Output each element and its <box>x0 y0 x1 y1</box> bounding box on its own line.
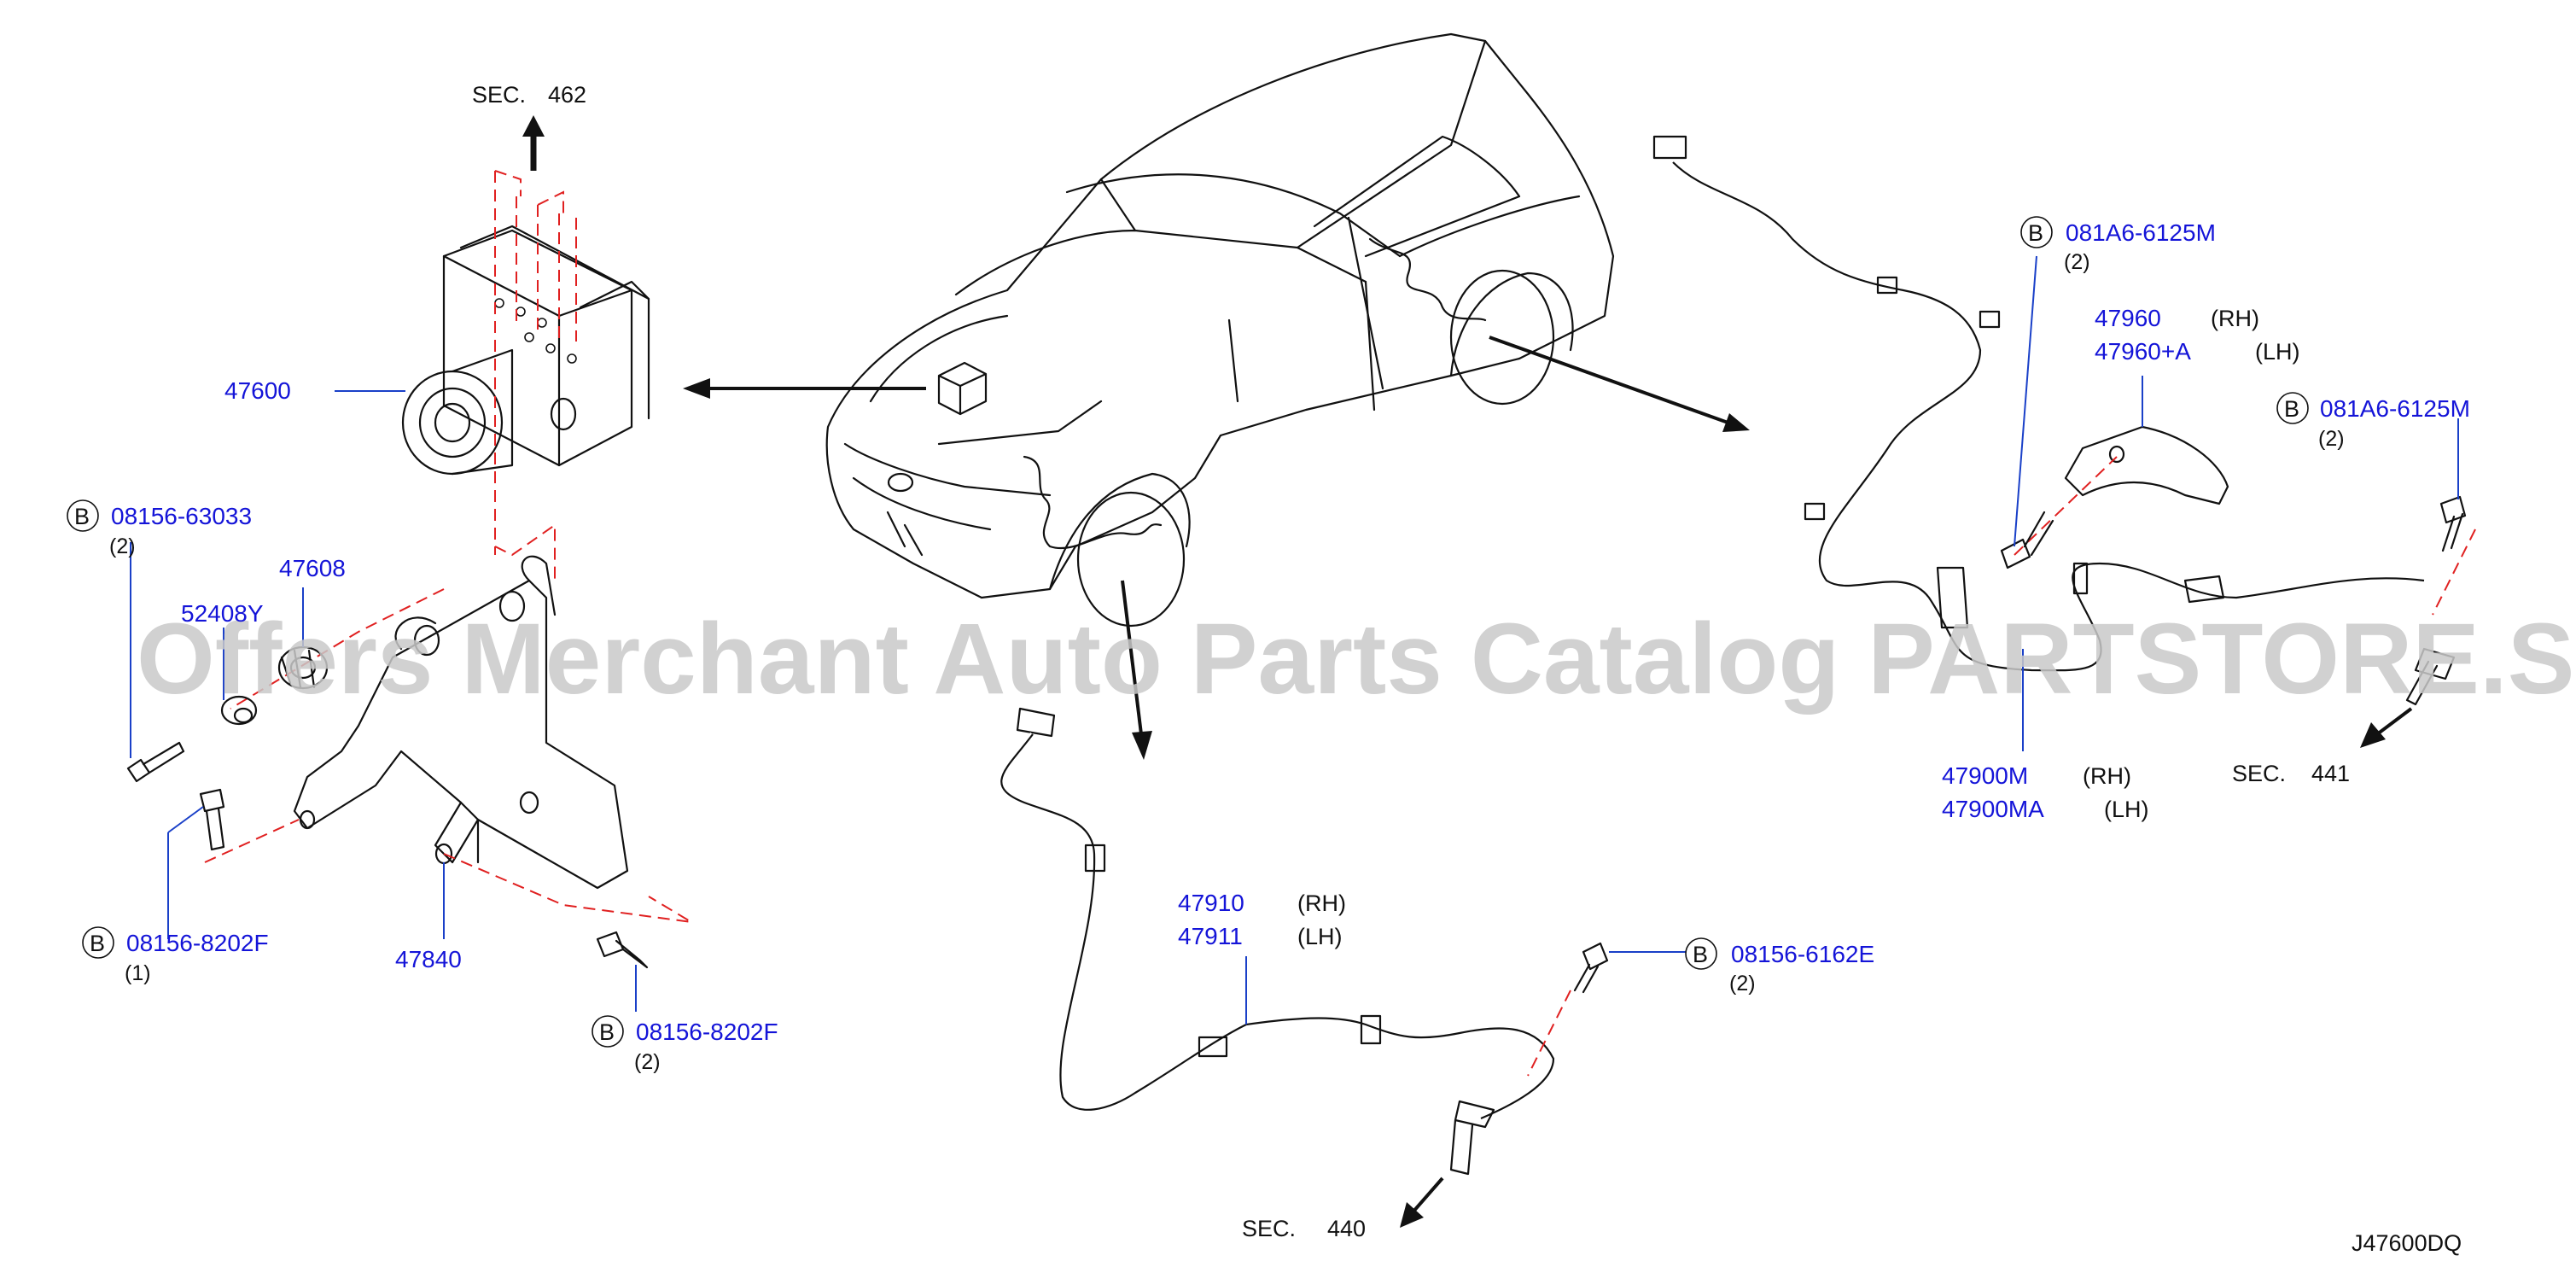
part-number: 47911 <box>1178 923 1243 949</box>
part-number: 081A6-6125M <box>2320 395 2470 422</box>
part-number: 081A6-6125M <box>2066 219 2216 246</box>
part-number-47600[interactable]: 47600 <box>224 377 291 404</box>
part-number: 08156-63033 <box>111 503 252 529</box>
section-number: 440 <box>1327 1216 1366 1241</box>
watermark-text: Offers Merchant Auto Parts Catalog PARTS… <box>137 603 2576 715</box>
part-callout-47911[interactable]: 47911 (LH) <box>1178 923 1343 949</box>
bolt-08156-8202f-left <box>199 788 225 851</box>
side-label: (RH) <box>1297 890 1346 916</box>
front-wheel-sensor-harness <box>1652 135 2476 748</box>
side-label: (LH) <box>2255 339 2300 365</box>
part-callout-47960[interactable]: 47960 (RH) <box>2095 305 2259 331</box>
side-label: (LH) <box>1297 924 1343 949</box>
part-callout-47910[interactable]: 47910 (RH) <box>1178 890 1346 916</box>
part-number: 47910 <box>1178 890 1244 916</box>
leader-lines <box>130 255 2459 1025</box>
bolt-marker-letter: B <box>74 504 90 529</box>
quantity: (2) <box>1729 972 1756 996</box>
part-callout-47960a[interactable]: 47960+A (LH) <box>2095 338 2300 365</box>
bolt-marker-icon <box>67 499 99 532</box>
mount-insulator <box>277 645 329 690</box>
part-number-47840[interactable]: 47840 <box>395 946 462 972</box>
part-number: 47960+A <box>2095 338 2191 365</box>
section-ref-441[interactable]: SEC. 441 <box>2232 761 2350 786</box>
bolt-callout-081a6-6125m-lower[interactable]: B 081A6-6125M (2) <box>2276 392 2470 451</box>
bolt-callout-08156-6162e[interactable]: B 08156-6162E (2) <box>1685 937 1874 996</box>
bolt-callout-08156-8202f-left[interactable]: B 08156-8202F (1) <box>82 926 269 985</box>
section-label: SEC. <box>472 82 526 108</box>
part-number: 47900MA <box>1942 796 2044 822</box>
grommet-collar <box>220 695 258 726</box>
quantity: (2) <box>109 534 136 558</box>
quantity: (2) <box>634 1050 661 1074</box>
section-label: SEC. <box>1242 1216 1296 1241</box>
bolt-marker-letter: B <box>2028 220 2043 246</box>
section-ref-440[interactable]: SEC. 440 <box>1242 1216 1366 1241</box>
rear-wheel-sensor-harness <box>998 707 1609 1228</box>
bolt-08156-63033 <box>126 741 185 783</box>
side-label: (RH) <box>2083 763 2131 789</box>
part-callout-47900m[interactable]: 47900M (RH) <box>1942 762 2131 789</box>
bolt-callout-081a6-6125m-upper[interactable]: B 081A6-6125M (2) <box>2020 216 2216 274</box>
bolt-marker-icon <box>2020 216 2053 248</box>
part-number-52408y[interactable]: 52408Y <box>181 600 264 627</box>
bolt-08156-8202f-right <box>596 931 649 969</box>
part-number: 47960 <box>2095 305 2161 331</box>
bolt-marker-icon <box>82 926 114 959</box>
vehicle-illustration <box>825 32 1615 628</box>
bolt-callout-08156-63033[interactable]: B 08156-63033 (2) <box>67 499 252 558</box>
bolt-marker-letter: B <box>90 931 105 956</box>
part-callout-47900ma[interactable]: 47900MA (LH) <box>1942 796 2149 822</box>
section-number: 441 <box>2311 761 2350 786</box>
bolt-marker-icon <box>1685 937 1717 970</box>
side-label: (RH) <box>2211 306 2259 331</box>
part-number: 08156-8202F <box>126 930 269 956</box>
section-label: SEC. <box>2232 761 2286 786</box>
quantity: (2) <box>2318 427 2345 451</box>
side-label: (LH) <box>2104 797 2149 822</box>
bolt-marker-letter: B <box>2284 396 2299 422</box>
section-ref-462[interactable]: SEC. 462 <box>472 82 586 108</box>
bolt-marker-icon <box>2276 392 2309 424</box>
diagram-code: J47600DQ <box>2352 1230 2462 1256</box>
part-number-47608[interactable]: 47608 <box>279 555 346 581</box>
abs-actuator-unit <box>401 170 650 555</box>
part-number: 08156-6162E <box>1731 941 1874 967</box>
pointer-arrows <box>522 115 1750 760</box>
bolt-callout-08156-8202f-right[interactable]: B 08156-8202F (2) <box>592 1015 778 1074</box>
part-number: 47900M <box>1942 762 2028 789</box>
quantity: (1) <box>125 961 151 985</box>
section-number: 462 <box>548 82 586 108</box>
actuator-bracket <box>204 523 692 923</box>
bolt-marker-icon <box>592 1015 624 1048</box>
part-number: 08156-8202F <box>636 1019 778 1045</box>
quantity: (2) <box>2064 250 2090 274</box>
bolt-marker-letter: B <box>1693 942 1708 967</box>
bolt-marker-letter: B <box>599 1019 615 1045</box>
